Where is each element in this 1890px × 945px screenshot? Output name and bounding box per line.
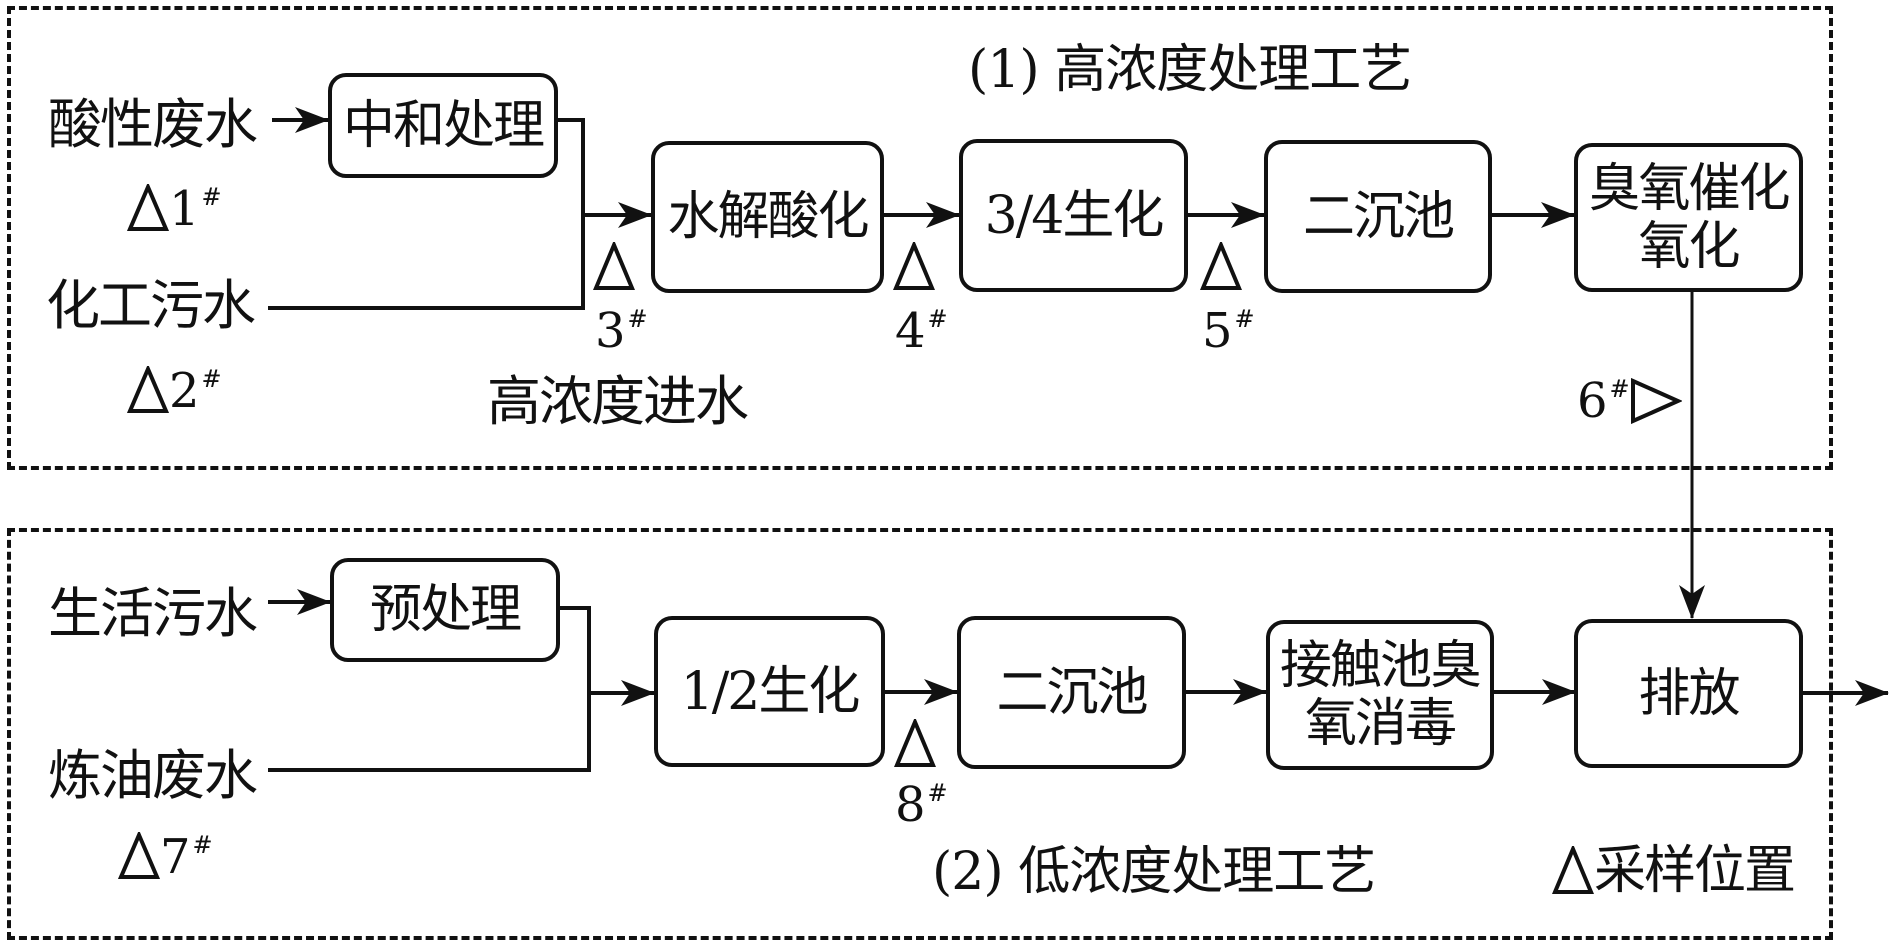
input-acid-wastewater: 酸性废水 — [48, 93, 258, 156]
wire-pretreat-to-junction — [268, 606, 591, 772]
section-high-title: (1) 高浓度处理工艺 — [968, 40, 1412, 100]
node-pretreatment: 预处理 — [330, 558, 560, 662]
triangle-sample-icon — [1552, 846, 1594, 894]
high-concentration-inflow-label: 高浓度进水 — [487, 370, 749, 433]
triangle-sample-icon — [127, 366, 169, 413]
node-bio-12: 1/2生化 — [654, 616, 885, 767]
low-concentration-section — [7, 528, 1833, 940]
node-ozone-catalytic-oxidation: 臭氧催化 氧化 — [1574, 143, 1803, 292]
sample-point-1: 1# — [127, 184, 222, 234]
high-concentration-section — [7, 6, 1833, 470]
triangle-sample-right-icon — [1631, 378, 1682, 424]
triangle-sample-icon — [127, 184, 169, 231]
node-discharge: 排放 — [1574, 619, 1803, 768]
triangle-sample-icon — [1200, 242, 1242, 290]
sample-point-4: 4# — [895, 303, 948, 359]
node-neutralization: 中和处理 — [328, 73, 558, 178]
node-contact-ozone-disinfection: 接触池臭 氧消毒 — [1266, 620, 1494, 770]
sample-point-6: 6# — [1577, 373, 1630, 429]
sample-point-2: 2# — [127, 366, 222, 416]
triangle-sample-icon — [894, 719, 936, 767]
legend-label: 采样位置 — [1594, 841, 1796, 901]
triangle-sample-icon — [593, 242, 635, 290]
legend: 采样位置 — [1552, 841, 1796, 901]
sample-point-3: 3# — [595, 303, 648, 359]
input-chemical-wastewater: 化工污水 — [46, 274, 256, 337]
triangle-sample-icon — [893, 242, 935, 290]
sample-point-5: 5# — [1202, 303, 1255, 359]
input-domestic-wastewater: 生活污水 — [48, 582, 258, 645]
section-low-title: (2) 低浓度处理工艺 — [932, 842, 1376, 902]
node-secondary-clarifier-low: 二沉池 — [957, 616, 1186, 769]
node-secondary-clarifier-high: 二沉池 — [1264, 140, 1492, 293]
triangle-sample-icon — [118, 832, 160, 879]
sample-point-8: 8# — [895, 777, 948, 833]
node-hydrolysis-acidification: 水解酸化 — [651, 141, 884, 293]
sample-point-7: 7# — [118, 832, 213, 882]
input-refinery-wastewater: 炼油废水 — [48, 744, 258, 807]
node-bio-34: 3/4生化 — [959, 139, 1188, 292]
